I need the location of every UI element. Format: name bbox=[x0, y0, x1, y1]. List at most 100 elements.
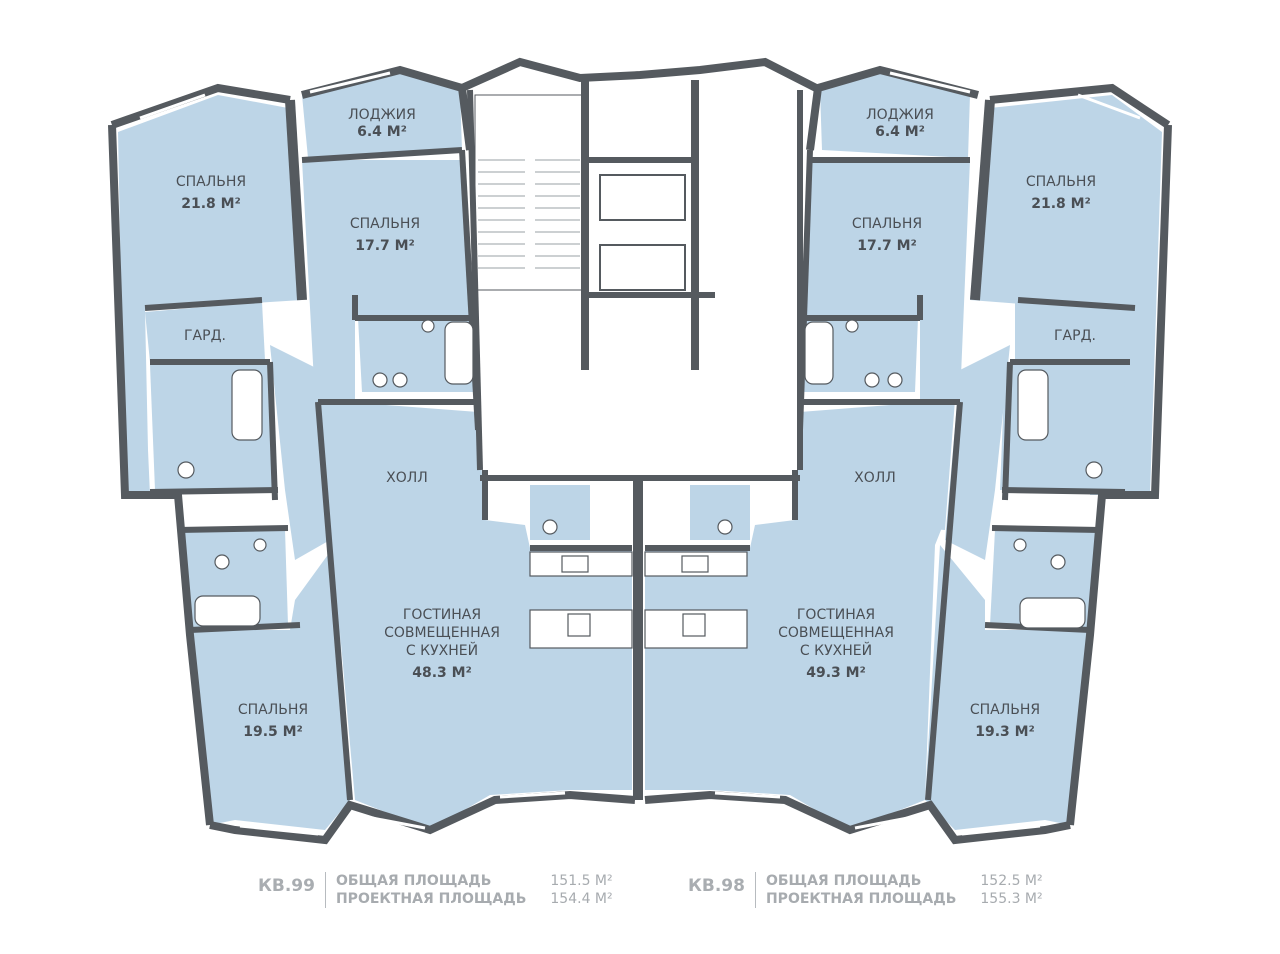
divider bbox=[754, 872, 756, 908]
hall-right-label: ХОЛЛ bbox=[854, 470, 896, 486]
room-bedroom-19-3[interactable] bbox=[925, 545, 1090, 830]
toilet-icon bbox=[887, 372, 903, 388]
total-area-value: 152.5 М² bbox=[980, 873, 1043, 889]
sink-icon bbox=[561, 555, 589, 573]
room-bath-center-left[interactable] bbox=[530, 485, 590, 540]
stairwell bbox=[474, 94, 586, 291]
loggia-left-area: 6.4 М² bbox=[357, 124, 407, 140]
sink-icon bbox=[421, 319, 435, 333]
room-bedroom-17-7-left[interactable] bbox=[302, 160, 472, 400]
living-right-area: 49.3 М² bbox=[806, 665, 865, 681]
apartment-99 bbox=[118, 72, 632, 830]
bedroom-ll-area: 19.5 М² bbox=[243, 724, 302, 740]
bedroom-lr-area: 19.3 М² bbox=[975, 724, 1034, 740]
room-corridor-right[interactable] bbox=[945, 345, 1010, 560]
bathtub-left-top bbox=[444, 321, 474, 385]
total-area-label: ОБЩАЯ ПЛОЩАДЬ bbox=[765, 873, 922, 889]
living-left-line3: С КУХНЕЙ bbox=[406, 641, 478, 659]
toilet-icon bbox=[717, 519, 733, 535]
sink-icon bbox=[253, 538, 267, 552]
bedroom-ul-label: СПАЛЬНЯ bbox=[176, 174, 246, 190]
area-names: ОБЩАЯ ПЛОЩАДЬ ПРОЕКТНАЯ ПЛОЩАДЬ bbox=[766, 872, 956, 908]
bedroom-ur2-area: 17.7 М² bbox=[857, 238, 916, 254]
toilet-icon bbox=[1085, 461, 1103, 479]
bathtub-right bbox=[1017, 369, 1049, 441]
room-living-right[interactable] bbox=[645, 520, 945, 830]
total-area-value: 151.5 М² bbox=[550, 873, 613, 889]
wardrobe-right-label: ГАРД. bbox=[1054, 328, 1096, 344]
loggia-right-area: 6.4 М² bbox=[875, 124, 925, 140]
living-right-line1: ГОСТИНАЯ bbox=[797, 607, 875, 623]
hall-left-label: ХОЛЛ bbox=[386, 470, 428, 486]
area-names: ОБЩАЯ ПЛОЩАДЬ ПРОЕКТНАЯ ПЛОЩАДЬ bbox=[336, 872, 526, 908]
bedroom-ul2-label: СПАЛЬНЯ bbox=[350, 216, 420, 232]
bedroom-ur-area: 21.8 М² bbox=[1031, 196, 1090, 212]
area-values: 152.5 М² 155.3 М² bbox=[980, 872, 1042, 908]
stove-icon bbox=[682, 613, 706, 637]
fixtures bbox=[177, 319, 1103, 649]
apartment-98 bbox=[645, 72, 1162, 830]
toilet-icon bbox=[177, 461, 195, 479]
apartment-99-summary: КВ.99 ОБЩАЯ ПЛОЩАДЬ ПРОЕКТНАЯ ПЛОЩАДЬ 15… bbox=[258, 872, 613, 912]
living-right-line3: С КУХНЕЙ bbox=[800, 641, 872, 659]
toilet-icon bbox=[864, 372, 880, 388]
total-area-label: ОБЩАЯ ПЛОЩАДЬ bbox=[335, 873, 492, 889]
bedroom-ur2-label: СПАЛЬНЯ bbox=[852, 216, 922, 232]
windows bbox=[139, 71, 1141, 836]
project-area-label: ПРОЕКТНАЯ ПЛОЩАДЬ bbox=[335, 891, 527, 907]
elevator-1 bbox=[599, 174, 686, 221]
room-living-left[interactable] bbox=[330, 520, 632, 830]
room-loggia-left[interactable] bbox=[302, 72, 462, 158]
area-values: 151.5 М² 154.4 М² bbox=[550, 872, 612, 908]
loggia-right-label: ЛОДЖИЯ bbox=[866, 107, 934, 123]
project-area-label: ПРОЕКТНАЯ ПЛОЩАДЬ bbox=[765, 891, 957, 907]
bathtub-left bbox=[231, 369, 263, 441]
living-left-line2: СОВМЕЩЕННАЯ bbox=[384, 625, 500, 641]
room-labels: ЛОДЖИЯ 6.4 М² ЛОДЖИЯ 6.4 М² СПАЛЬНЯ 21.8… bbox=[176, 107, 1096, 740]
room-bedroom-21-8[interactable] bbox=[118, 95, 302, 495]
toilet-icon bbox=[542, 519, 558, 535]
toilet-icon bbox=[392, 372, 408, 388]
apartment-98-summary: КВ.98 ОБЩАЯ ПЛОЩАДЬ ПРОЕКТНАЯ ПЛОЩАДЬ 15… bbox=[688, 872, 1043, 912]
toilet-icon bbox=[372, 372, 388, 388]
bedroom-lr-label: СПАЛЬНЯ bbox=[970, 702, 1040, 718]
bathtub-left-lower bbox=[194, 595, 261, 627]
living-right-line2: СОВМЕЩЕННАЯ bbox=[778, 625, 894, 641]
lobby bbox=[485, 300, 795, 470]
room-bedroom-19-5[interactable] bbox=[190, 545, 350, 830]
sink-icon bbox=[681, 555, 709, 573]
elevator-2 bbox=[599, 244, 686, 291]
project-area-value: 155.3 М² bbox=[980, 891, 1043, 907]
bedroom-ul2-area: 17.7 М² bbox=[355, 238, 414, 254]
bedroom-ll-label: СПАЛЬНЯ bbox=[238, 702, 308, 718]
loggia-left-label: ЛОДЖИЯ bbox=[348, 107, 416, 123]
room-wardrobe-right[interactable] bbox=[1015, 302, 1135, 362]
stove-icon bbox=[567, 613, 591, 637]
room-bedroom-17-7-right[interactable] bbox=[805, 160, 970, 400]
room-wardrobe-left[interactable] bbox=[145, 302, 265, 362]
bedroom-ul-area: 21.8 М² bbox=[181, 196, 240, 212]
room-hall-right[interactable] bbox=[795, 400, 955, 530]
room-hall-left[interactable] bbox=[320, 400, 485, 530]
apartment-number: КВ.98 bbox=[688, 876, 745, 896]
project-area-value: 154.4 М² bbox=[550, 891, 613, 907]
apartment-number: КВ.99 bbox=[258, 876, 315, 896]
living-left-line1: ГОСТИНАЯ bbox=[403, 607, 481, 623]
wardrobe-left-label: ГАРД. bbox=[184, 328, 226, 344]
room-bath-center-right[interactable] bbox=[690, 485, 750, 540]
walls bbox=[108, 57, 1172, 845]
bathtub-right-lower bbox=[1019, 597, 1086, 629]
sink-icon bbox=[1013, 538, 1027, 552]
living-left-area: 48.3 М² bbox=[412, 665, 471, 681]
stair-steps bbox=[478, 159, 580, 269]
bedroom-ur-label: СПАЛЬНЯ bbox=[1026, 174, 1096, 190]
stair-core bbox=[474, 94, 795, 470]
bathtub-right-top bbox=[804, 321, 834, 385]
toilet-icon bbox=[214, 554, 230, 570]
room-loggia-right[interactable] bbox=[820, 72, 970, 158]
toilet-icon bbox=[1050, 554, 1066, 570]
room-corridor-left[interactable] bbox=[270, 345, 330, 560]
divider bbox=[324, 872, 326, 908]
sink-icon bbox=[845, 319, 859, 333]
